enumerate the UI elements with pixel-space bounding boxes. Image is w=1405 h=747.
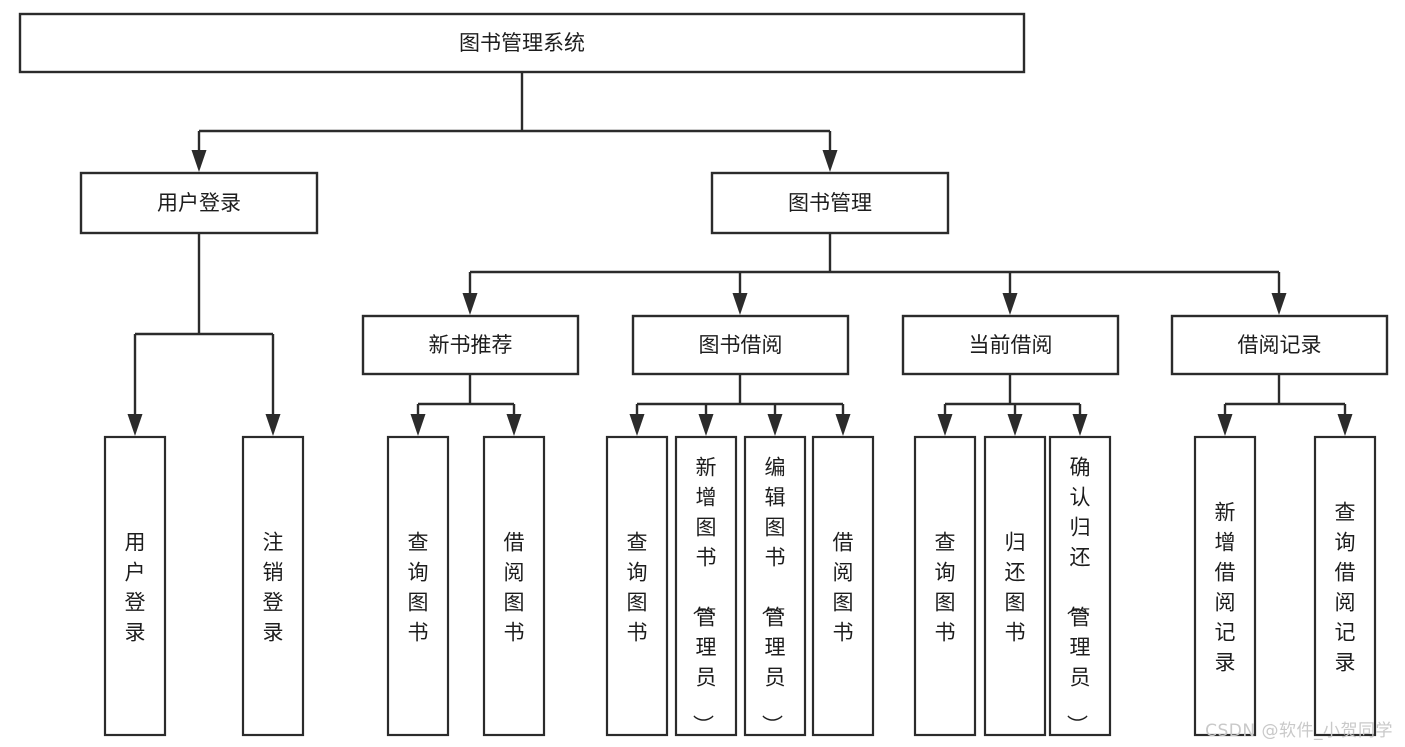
node-label-borrow-record: 借阅记录 <box>1238 333 1322 357</box>
connector-currentborrow-to-leaves <box>937 374 1088 436</box>
node-label-leaf-edit-book: 编辑图书（管理员） <box>760 455 786 735</box>
node-label-leaf-query-book-2: 查询图书 <box>627 530 648 644</box>
node-book-borrow[interactable]: 图书借阅 <box>631 314 850 376</box>
node-layer: 图书管理系统用户登录图书管理新书推荐图书借阅当前借阅借阅记录用户登录注销登录查询… <box>18 12 1389 737</box>
connector-newbook-to-leaves <box>410 374 522 436</box>
node-leaf-edit-book[interactable]: 编辑图书（管理员） <box>743 435 807 737</box>
node-label-book-borrow: 图书借阅 <box>699 333 783 357</box>
node-box-borrow-record[interactable] <box>1170 314 1389 376</box>
node-box-leaf-borrow-book-2[interactable] <box>811 435 875 737</box>
node-label-leaf-borrow-book-1: 借阅图书 <box>504 530 525 644</box>
connector-borrowrecord-to-leaves <box>1217 374 1353 436</box>
node-leaf-query-book-1[interactable]: 查询图书 <box>386 435 450 737</box>
node-label-current-borrow: 当前借阅 <box>969 333 1053 357</box>
node-box-leaf-borrow-book-1[interactable] <box>482 435 546 737</box>
node-leaf-query-book-3[interactable]: 查询图书 <box>913 435 977 737</box>
node-label-leaf-confirm-return: 确认归还（管理员） <box>1065 455 1091 735</box>
node-label-leaf-return-book: 归还图书 <box>1005 530 1026 644</box>
node-leaf-logout[interactable]: 注销登录 <box>241 435 305 737</box>
node-label-leaf-query-record: 查询借阅记录 <box>1335 500 1356 674</box>
node-box-book-manage[interactable] <box>710 171 950 235</box>
node-label-root: 图书管理系统 <box>459 31 585 55</box>
node-leaf-return-book[interactable]: 归还图书 <box>983 435 1047 737</box>
node-box-leaf-user-login[interactable] <box>103 435 167 737</box>
node-leaf-add-book[interactable]: 新增图书（管理员） <box>674 435 738 737</box>
node-box-root[interactable] <box>18 12 1026 74</box>
connector-bookborrow-to-leaves <box>629 374 851 436</box>
node-label-leaf-borrow-book-2: 借阅图书 <box>833 530 854 644</box>
connector-root-to-level2 <box>191 72 838 172</box>
node-label-leaf-query-book-1: 查询图书 <box>408 530 429 644</box>
node-label-leaf-user-login: 用户登录 <box>125 530 146 644</box>
node-box-leaf-logout[interactable] <box>241 435 305 737</box>
node-label-user-login: 用户登录 <box>157 191 241 215</box>
node-leaf-add-record[interactable]: 新增借阅记录 <box>1193 435 1257 737</box>
node-current-borrow[interactable]: 当前借阅 <box>901 314 1120 376</box>
node-box-leaf-add-record[interactable] <box>1193 435 1257 737</box>
node-label-leaf-add-book: 新增图书（管理员） <box>691 455 717 735</box>
node-box-user-login[interactable] <box>79 171 319 235</box>
node-box-leaf-return-book[interactable] <box>983 435 1047 737</box>
node-box-leaf-add-book[interactable] <box>674 435 738 737</box>
node-root[interactable]: 图书管理系统 <box>18 12 1026 74</box>
node-box-leaf-query-book-3[interactable] <box>913 435 977 737</box>
node-box-new-book-rec[interactable] <box>361 314 580 376</box>
node-borrow-record[interactable]: 借阅记录 <box>1170 314 1389 376</box>
node-label-new-book-rec: 新书推荐 <box>429 333 513 357</box>
node-leaf-query-book-2[interactable]: 查询图书 <box>605 435 669 737</box>
node-leaf-confirm-return[interactable]: 确认归还（管理员） <box>1048 435 1112 737</box>
node-label-book-manage: 图书管理 <box>788 191 872 215</box>
connector-bookmanage-to-level3 <box>462 233 1287 315</box>
node-label-leaf-logout: 注销登录 <box>263 530 284 644</box>
connector-userlogin-to-leaves <box>127 233 281 436</box>
node-box-book-borrow[interactable] <box>631 314 850 376</box>
node-box-leaf-edit-book[interactable] <box>743 435 807 737</box>
node-user-login[interactable]: 用户登录 <box>79 171 319 235</box>
node-box-leaf-query-book-1[interactable] <box>386 435 450 737</box>
node-leaf-user-login[interactable]: 用户登录 <box>103 435 167 737</box>
node-box-leaf-query-record[interactable] <box>1313 435 1377 737</box>
node-box-current-borrow[interactable] <box>901 314 1120 376</box>
node-book-manage[interactable]: 图书管理 <box>710 171 950 235</box>
node-leaf-borrow-book-1[interactable]: 借阅图书 <box>482 435 546 737</box>
node-leaf-query-record[interactable]: 查询借阅记录 <box>1313 435 1377 737</box>
node-box-leaf-confirm-return[interactable] <box>1048 435 1112 737</box>
node-label-leaf-add-record: 新增借阅记录 <box>1215 500 1236 674</box>
node-box-leaf-query-book-2[interactable] <box>605 435 669 737</box>
node-leaf-borrow-book-2[interactable]: 借阅图书 <box>811 435 875 737</box>
node-new-book-rec[interactable]: 新书推荐 <box>361 314 580 376</box>
node-label-leaf-query-book-3: 查询图书 <box>935 530 956 644</box>
connector-layer <box>127 72 1353 436</box>
